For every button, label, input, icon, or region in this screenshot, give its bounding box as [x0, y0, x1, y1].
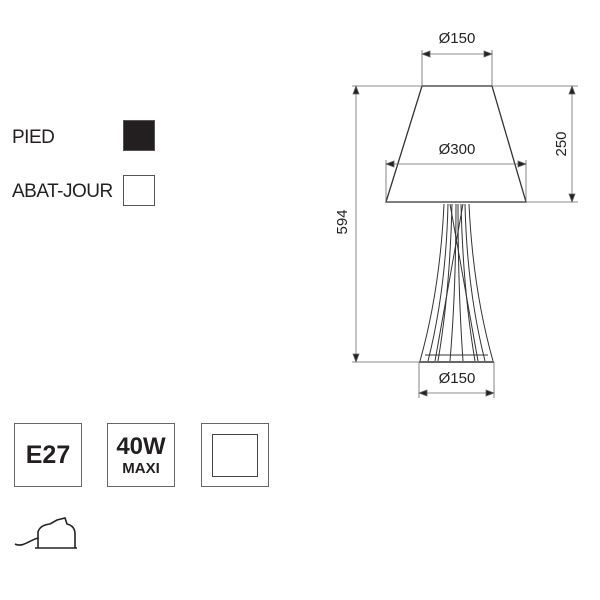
shade-height-label: 250: [553, 131, 570, 156]
power-label: 40W: [116, 432, 166, 460]
dimension-lines: [352, 50, 578, 398]
legend-swatch-abat-jour: [123, 175, 155, 206]
top-diameter-label: Ø150: [439, 30, 476, 47]
socket-label: E27: [25, 440, 71, 469]
lamp-base: [419, 201, 494, 363]
legend-label-pied: PIED: [12, 127, 55, 148]
power-badge: 40W MAXI: [107, 423, 175, 487]
double-insulation-class-ii-icon: [201, 423, 269, 487]
total-height-label: 594: [334, 209, 351, 234]
legend-swatch-pied: [123, 120, 155, 151]
legend-label-abat-jour: ABAT-JOUR: [12, 181, 113, 202]
switch-on-cord-icon: [14, 517, 77, 549]
socket-badge: E27: [14, 423, 82, 487]
power-note: MAXI: [122, 459, 160, 477]
shade-diameter-label: Ø300: [439, 141, 476, 158]
base-diameter-label: Ø150: [439, 370, 476, 387]
